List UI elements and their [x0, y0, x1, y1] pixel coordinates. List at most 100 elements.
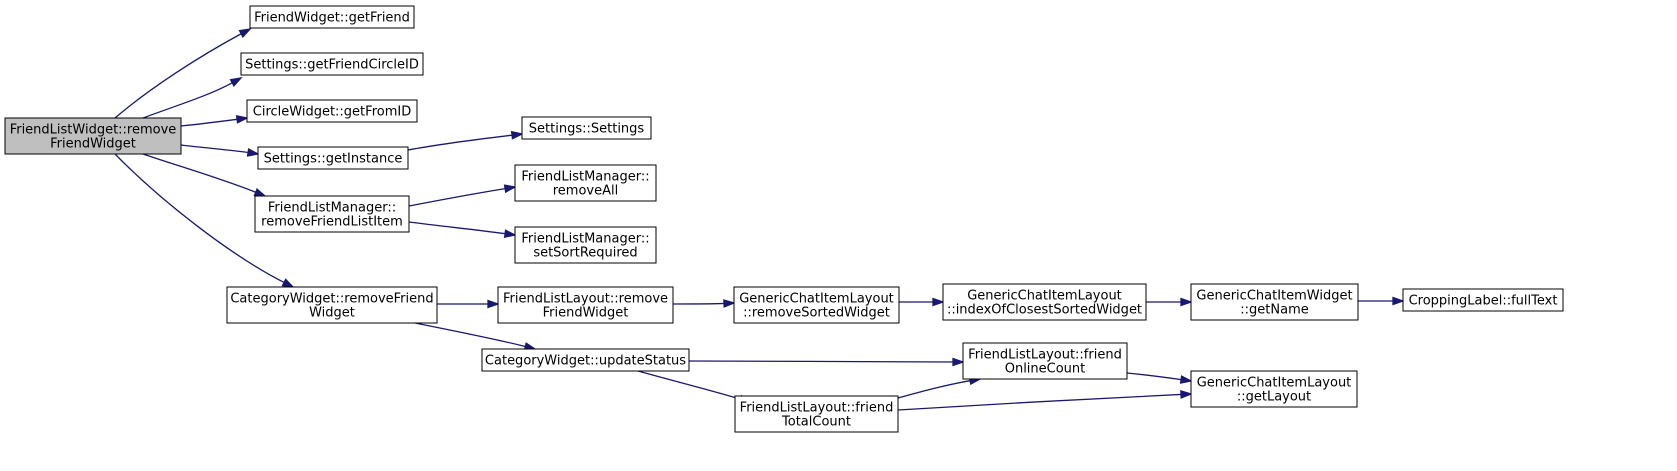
node-box: [240, 52, 424, 76]
arrowhead-icon: [952, 357, 965, 367]
node-label-line: ::getName: [1240, 303, 1308, 318]
node-label-line: removeAll: [553, 184, 618, 199]
node-label-line: Settings::getFriendCircleID: [245, 58, 419, 73]
node-label-line: OnlineCount: [1005, 362, 1086, 377]
edge-fll-friend-total-count-to-fll-friend-online-count: [897, 376, 982, 399]
node-label-line: FriendWidget::getFriend: [254, 11, 410, 26]
node-box: [257, 146, 409, 170]
node-gciw-get-name[interactable]: GenericChatItemWidget::getName: [1190, 283, 1359, 321]
edge-line: [414, 322, 526, 348]
edge-line: [637, 370, 741, 400]
arrowhead-icon: [1179, 375, 1193, 384]
node-label-line: Widget: [309, 306, 355, 321]
nodes-layer: FriendListWidget::removeFriendWidgetFrie…: [4, 5, 1564, 433]
node-box: [734, 395, 899, 433]
edge-fll-friend-total-count-to-gcil-get-layout: [897, 390, 1193, 411]
node-gcil-index-of-closest-sorted-widget[interactable]: GenericChatItemLayout::indexOfClosestSor…: [942, 283, 1147, 321]
node-gcil-remove-sorted-widget[interactable]: GenericChatItemLayout::removeSortedWidge…: [733, 286, 900, 324]
edge-line: [672, 302, 725, 305]
edges-layer: [114, 28, 1405, 411]
node-box: [962, 342, 1128, 380]
node-box: [733, 286, 900, 324]
arrowhead-icon: [723, 299, 736, 308]
node-label-line: FriendListManager::: [521, 170, 649, 185]
node-label-line: FriendListLayout::remove: [503, 292, 668, 307]
node-fw-get-friend[interactable]: FriendWidget::getFriend: [249, 5, 415, 29]
node-label-line: FriendListLayout::friend: [740, 401, 894, 416]
node-label-line: FriendListLayout::friend: [968, 348, 1122, 363]
arrowhead-icon: [238, 28, 252, 38]
arrowhead-icon: [487, 299, 500, 309]
edge-gciw-get-name-to-cropping-full-text: [1357, 296, 1405, 306]
edge-settings-get-instance-to-settings-settings: [407, 130, 524, 151]
node-settings-settings[interactable]: Settings::Settings: [521, 116, 652, 140]
node-label-line: CroppingLabel::fullText: [1409, 294, 1558, 309]
edge-line: [114, 153, 285, 284]
edge-line: [180, 118, 238, 127]
node-box: [1190, 283, 1359, 321]
edge-flm-remove-friend-list-item-to-flm-set-sort-required: [408, 221, 517, 238]
edge-root-to-flm-remove-friend-list-item: [142, 153, 267, 197]
node-box: [1190, 370, 1358, 408]
edge-root-to-settings-get-instance: [180, 144, 260, 157]
arrowhead-icon: [253, 187, 267, 197]
node-flm-remove-all[interactable]: FriendListManager::removeAll: [514, 164, 657, 202]
arrowhead-icon: [1180, 297, 1193, 307]
node-settings-get-instance[interactable]: Settings::getInstance: [257, 146, 409, 170]
edge-line: [142, 82, 233, 119]
node-circle-get-from-id[interactable]: CircleWidget::getFromID: [246, 99, 418, 123]
node-cw-update-status[interactable]: CategoryWidget::updateStatus: [481, 348, 690, 372]
edge-cw-update-status-to-fll-friend-online-count: [688, 357, 965, 367]
edge-line: [1126, 372, 1182, 381]
node-label-line: GenericChatItemLayout: [739, 292, 894, 307]
node-box: [514, 226, 657, 264]
node-label-line: FriendListWidget::remove: [10, 123, 177, 138]
arrowhead-icon: [246, 148, 260, 157]
arrowhead-icon: [235, 114, 249, 124]
node-label-line: ::removeSortedWidget: [743, 306, 890, 321]
node-box: [4, 117, 182, 155]
edge-fll-friend-online-count-to-gcil-get-layout: [1126, 372, 1193, 384]
node-box: [521, 116, 652, 140]
node-box: [249, 5, 415, 29]
edge-line: [114, 33, 242, 119]
node-label-line: GenericChatItemLayout: [967, 289, 1122, 304]
node-flm-remove-friend-list-item[interactable]: FriendListManager::removeFriendListItem: [254, 195, 410, 233]
edge-line: [408, 221, 506, 235]
edge-line: [180, 144, 249, 154]
edge-line: [407, 134, 513, 151]
node-label-line: CircleWidget::getFromID: [253, 105, 411, 120]
node-cropping-full-text[interactable]: CroppingLabel::fullText: [1402, 288, 1564, 312]
node-label-line: GenericChatItemLayout: [1197, 376, 1352, 391]
node-flm-set-sort-required[interactable]: FriendListManager::setSortRequired: [514, 226, 657, 264]
node-label-line: TotalCount: [781, 415, 851, 430]
node-box: [942, 283, 1147, 321]
edge-line: [897, 380, 971, 399]
node-box: [497, 286, 674, 324]
edge-root-to-circle-get-from-id: [180, 114, 249, 127]
edge-cw-remove-friend-widget-to-cw-update-status: [414, 322, 537, 351]
node-gcil-get-layout[interactable]: GenericChatItemLayout::getLayout: [1190, 370, 1358, 408]
edge-root-to-cw-remove-friend-widget: [114, 153, 295, 288]
edge-fll-remove-friend-widget-to-gcil-remove-sorted-widget: [672, 299, 736, 308]
node-label-line: ::indexOfClosestSortedWidget: [947, 303, 1142, 318]
edge-gcil-remove-sorted-widget-to-gcil-index-of-closest-sorted-widget: [899, 297, 945, 307]
edge-flm-remove-friend-list-item-to-flm-remove-all: [408, 184, 517, 207]
node-box: [226, 286, 438, 324]
edge-root-to-settings-get-friend-circle-id: [142, 77, 243, 119]
node-label-line: Settings::Settings: [529, 122, 645, 137]
node-label-line: FriendWidget: [50, 137, 136, 152]
node-label-line: setSortRequired: [533, 246, 637, 261]
node-label-line: CategoryWidget::removeFriend: [230, 292, 433, 307]
node-label-line: GenericChatItemWidget: [1196, 289, 1352, 304]
node-settings-get-friend-circle-id[interactable]: Settings::getFriendCircleID: [240, 52, 424, 76]
edge-line: [408, 187, 506, 207]
node-label-line: Settings::getInstance: [264, 152, 403, 167]
arrowhead-icon: [1392, 296, 1405, 306]
node-label-line: CategoryWidget::updateStatus: [485, 354, 686, 369]
